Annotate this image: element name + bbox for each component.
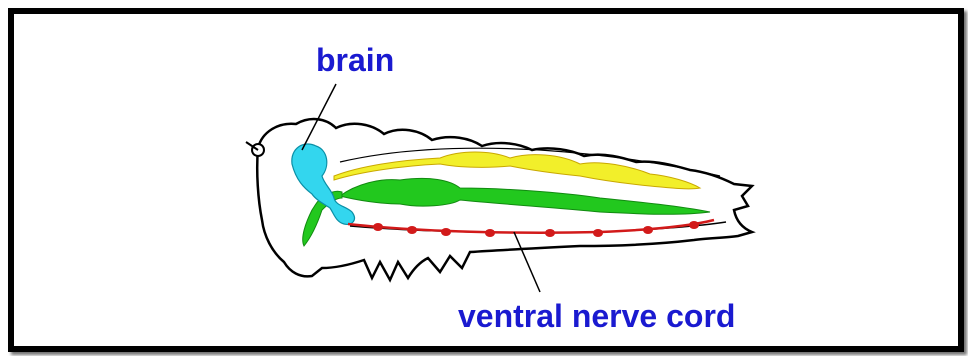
ventral-nerve-cord-label: ventral nerve cord: [458, 300, 735, 332]
ganglion: [441, 228, 451, 236]
brain-label: brain: [316, 44, 394, 76]
ganglion: [407, 226, 417, 234]
ganglion: [593, 229, 603, 237]
ganglion: [689, 221, 699, 229]
ganglion: [373, 223, 383, 231]
ganglion: [545, 229, 555, 237]
ganglion: [485, 229, 495, 237]
ganglion: [643, 226, 653, 234]
